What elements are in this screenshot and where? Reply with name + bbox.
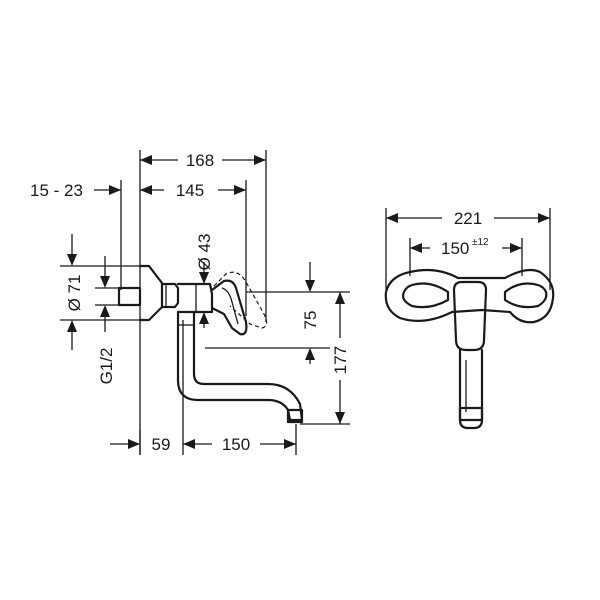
mixer-body	[176, 282, 214, 314]
front-lever-handle	[452, 280, 488, 352]
front-body-inner-right	[503, 282, 548, 309]
arrow-221-left	[386, 213, 398, 223]
dim-diameter-43-label: Ø 43	[195, 234, 214, 271]
arrow-145-left	[140, 185, 152, 195]
front-body-inner	[401, 282, 450, 309]
label-bg-221	[442, 208, 494, 228]
arrow-71-top	[67, 254, 77, 266]
label-bg-150c	[430, 236, 502, 258]
arrow-g12-top	[100, 276, 110, 288]
arrow-71-bottom	[67, 320, 77, 332]
arrow-168-right	[254, 155, 266, 165]
lever-handle-open-position	[213, 271, 268, 329]
front-spout	[458, 348, 484, 430]
label-bg-168	[178, 150, 222, 170]
dim-150-centers-label: 150	[441, 239, 469, 258]
hex-nut	[160, 282, 180, 309]
dim-145-label: 145	[176, 181, 204, 200]
dim-thread-label: G1/2	[97, 348, 116, 385]
label-bg-177	[330, 338, 350, 380]
front-aerator	[458, 406, 484, 422]
front-view-dimensions: 221 150 ±12	[385, 208, 551, 290]
arrow-g12-bottom	[100, 305, 110, 317]
side-view-dimensions: 168 145 15 - 23 Ø 43 Ø 71 G1/2	[30, 150, 350, 455]
arrow-168-left	[140, 155, 152, 165]
arrow-150-left	[183, 439, 195, 449]
arrow-150c-left	[410, 243, 422, 253]
arrow-59	[128, 439, 140, 449]
arrow-75-bottom	[305, 348, 315, 360]
arrow-177-top	[335, 292, 345, 304]
arrow-221-right	[538, 213, 550, 223]
label-bg-145	[164, 180, 218, 200]
thread-connection	[117, 286, 142, 307]
dim-59-label: 59	[152, 435, 171, 454]
dim-150-tolerance-label: ±12	[472, 237, 489, 248]
spout	[176, 310, 304, 422]
dim-168-label: 168	[186, 151, 214, 170]
dim-150-label: 150	[222, 435, 250, 454]
aerator	[286, 408, 304, 424]
label-bg-150	[212, 434, 260, 454]
arrow-43-top	[199, 272, 209, 284]
arrow-43-bottom	[199, 312, 209, 324]
front-body-outline	[384, 268, 555, 324]
lever-handle	[210, 279, 248, 336]
arrow-150c-right	[510, 243, 522, 253]
dim-15-23-label: 15 - 23	[30, 181, 83, 200]
arrow-15-23	[109, 185, 121, 195]
lever-handle-inner	[221, 287, 239, 325]
rosette	[138, 264, 164, 322]
dim-75-label: 75	[301, 311, 320, 330]
side-view-faucet	[117, 150, 304, 455]
arrow-177-bottom	[335, 412, 345, 424]
dim-diameter-71-label: Ø 71	[65, 275, 84, 312]
dim-221-label: 221	[454, 209, 482, 228]
front-view-faucet	[384, 268, 555, 430]
arrow-150-right	[284, 439, 296, 449]
arrow-75-top	[305, 280, 315, 292]
arrow-145-right	[234, 185, 246, 195]
dim-177-label: 177	[331, 346, 350, 374]
